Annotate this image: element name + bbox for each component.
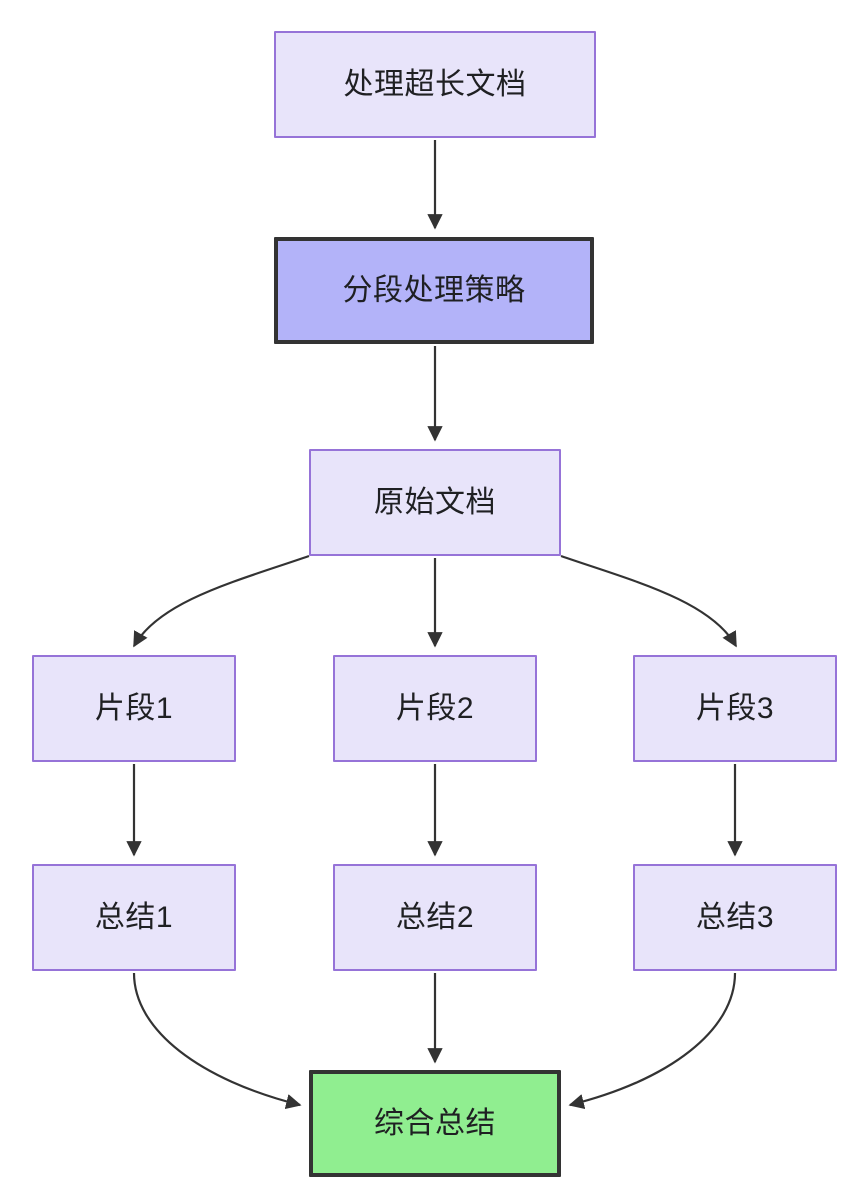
node-label: 片段2 — [395, 691, 475, 725]
node-summary-2[interactable]: 总结2 — [333, 864, 537, 971]
node-summary-3[interactable]: 总结3 — [633, 864, 837, 971]
node-chunking-strategy[interactable]: 分段处理策略 — [274, 237, 594, 344]
node-label: 综合总结 — [374, 1106, 496, 1140]
node-process-long-document[interactable]: 处理超长文档 — [274, 31, 596, 138]
edge-n3-n6 — [560, 554, 737, 648]
edge-n9-n10 — [568, 972, 737, 1110]
node-summary-1[interactable]: 总结1 — [32, 864, 236, 971]
node-label: 总结2 — [395, 900, 475, 934]
node-label: 原始文档 — [374, 485, 496, 519]
node-label: 总结3 — [695, 900, 775, 934]
node-fragment-2[interactable]: 片段2 — [333, 655, 537, 762]
edge-n7-n10 — [132, 972, 302, 1110]
edge-n3-n4 — [133, 554, 310, 648]
node-label: 处理超长文档 — [343, 67, 527, 101]
node-fragment-3[interactable]: 片段3 — [633, 655, 837, 762]
node-comprehensive-summary[interactable]: 综合总结 — [309, 1070, 561, 1177]
node-label: 总结1 — [94, 900, 174, 934]
node-original-document[interactable]: 原始文档 — [309, 449, 561, 556]
node-label: 片段3 — [695, 691, 775, 725]
node-label: 分段处理策略 — [342, 273, 526, 307]
node-fragment-1[interactable]: 片段1 — [32, 655, 236, 762]
node-label: 片段1 — [94, 691, 174, 725]
